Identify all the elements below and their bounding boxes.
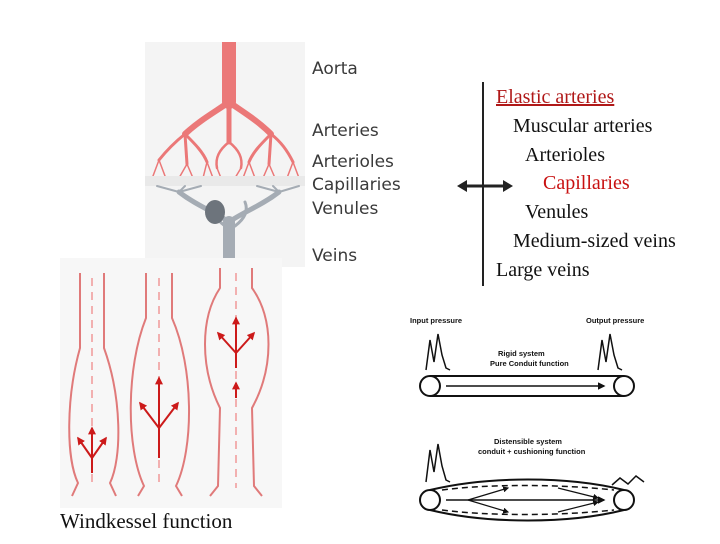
distensible-system-title: Distensible system <box>494 437 562 446</box>
flow-arrows <box>77 316 256 473</box>
windkessel-svg <box>68 268 270 497</box>
pressure-diagram-svg <box>419 333 645 522</box>
label-capillaries: Capillaries <box>312 175 401 195</box>
vessel-item-medium-veins: Medium-sized veins <box>513 230 676 252</box>
input-pressure-label: Input pressure <box>410 316 463 325</box>
vessel-tree-panel: Aorta Arteries Arterioles Capillaries Ve… <box>145 42 407 267</box>
vessel-list-title: Elastic arteries <box>496 86 615 108</box>
vessel-segment-3 <box>204 268 270 497</box>
label-veins: Veins <box>312 246 358 266</box>
label-arteries: Arteries <box>312 121 379 141</box>
input-pressure-wave-top <box>425 333 451 371</box>
vessel-item-venules: Venules <box>525 201 589 223</box>
vein-cluster <box>205 200 225 224</box>
label-venules: Venules <box>312 199 379 219</box>
output-pressure-wave-bottom <box>611 475 645 486</box>
vessel-axis-arrows <box>457 82 513 286</box>
venous-branches <box>156 185 300 267</box>
vessel-item-capillaries: Capillaries <box>543 172 630 194</box>
rigid-system-subtitle: Pure Conduit function <box>490 359 569 368</box>
label-aorta: Aorta <box>312 59 358 79</box>
output-pressure-label: Output pressure <box>586 316 645 325</box>
vessel-segment-1 <box>68 273 120 497</box>
arrow-head-left <box>457 180 467 192</box>
rigid-system-title: Rigid system <box>498 349 545 358</box>
vessel-tree-illustration <box>145 42 305 267</box>
distensible-tube <box>419 478 635 522</box>
vessel-item-muscular-arteries: Muscular arteries <box>513 115 653 137</box>
label-arterioles: Arterioles <box>312 152 394 172</box>
output-pressure-wave-top <box>597 333 623 371</box>
pressure-diagram-panel: Input pressure Output pressure Rigid sys… <box>398 300 688 540</box>
input-pressure-wave-bottom <box>425 443 451 483</box>
arrow-head-right <box>503 180 513 192</box>
arterial-branches <box>152 42 300 179</box>
vessel-item-large-veins: Large veins <box>496 259 590 281</box>
capillary-band <box>145 176 305 186</box>
windkessel-caption: Windkessel function <box>60 509 233 533</box>
rigid-tube <box>419 375 635 397</box>
vessel-item-arterioles: Arterioles <box>525 144 605 166</box>
distensible-system-subtitle: conduit + cushioning function <box>478 447 586 456</box>
windkessel-illustration <box>60 258 282 508</box>
